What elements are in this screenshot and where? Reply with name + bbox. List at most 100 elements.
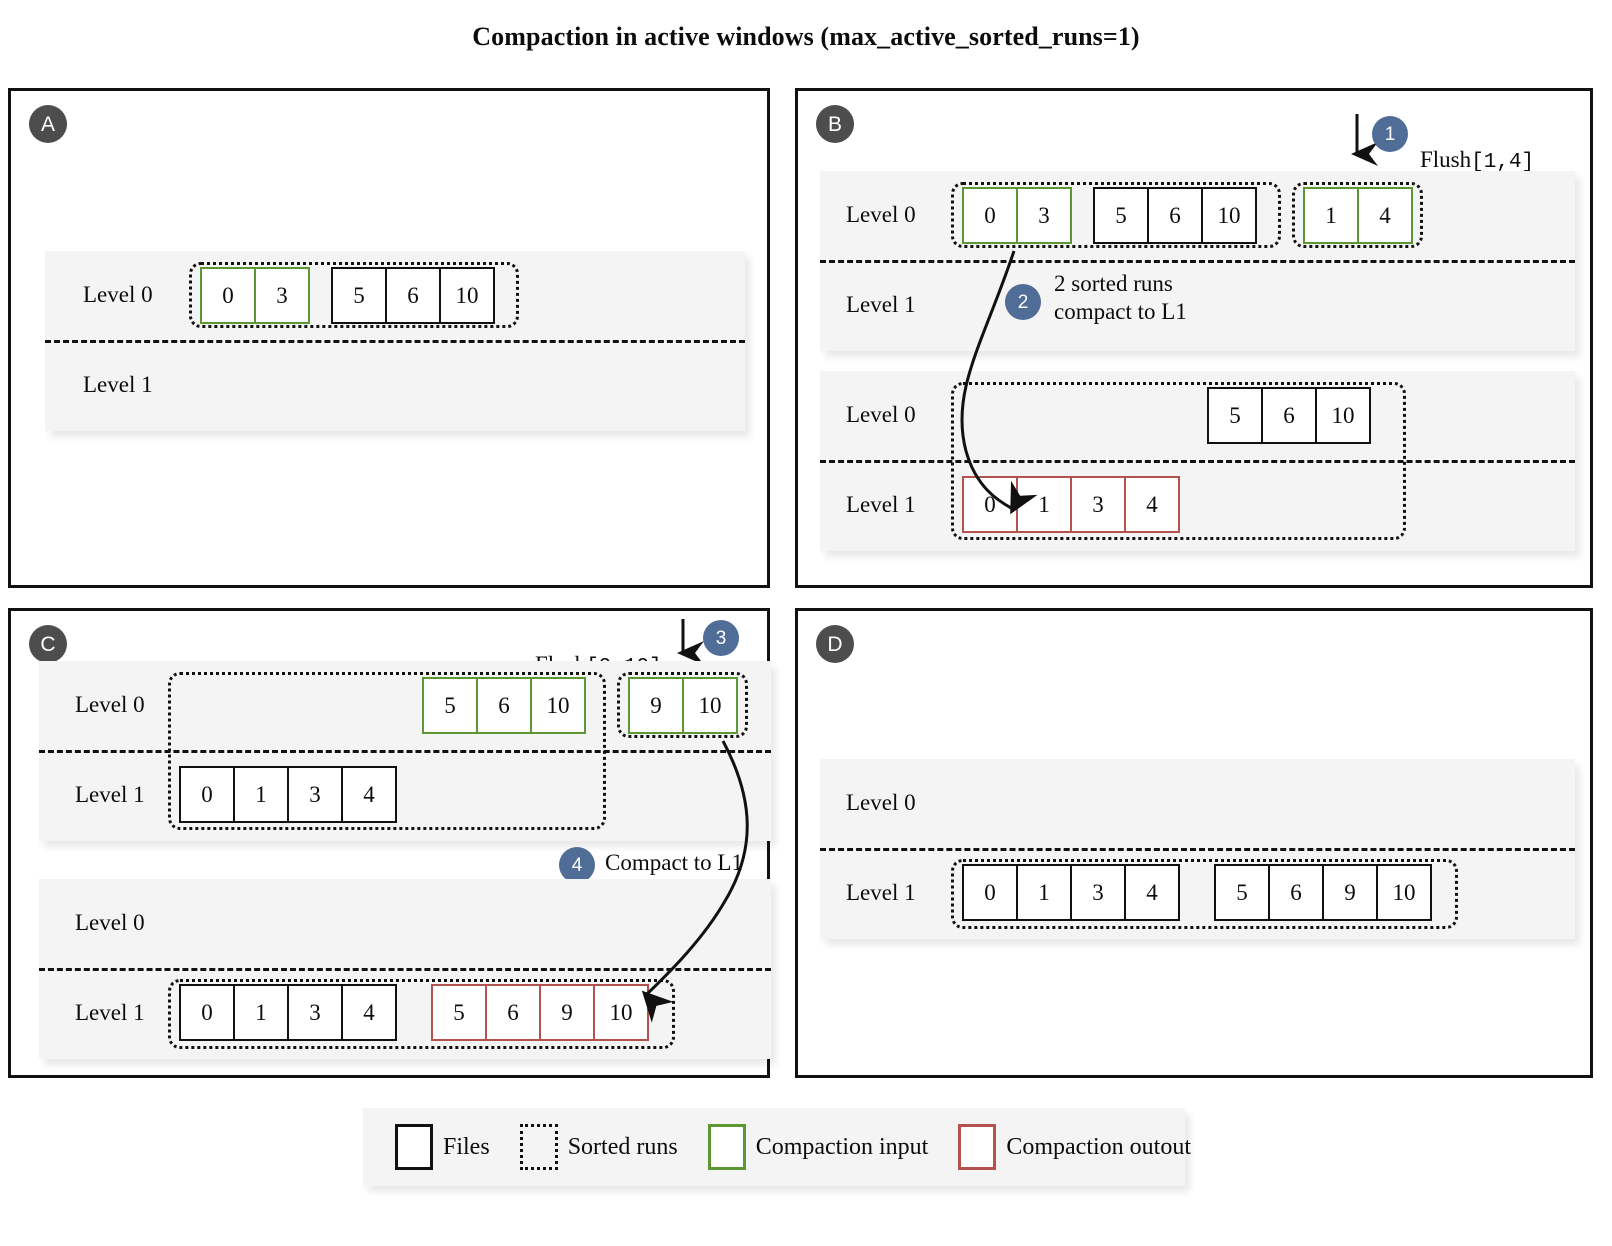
step-4-note: Compact to L1 (605, 850, 743, 875)
file-cell[interactable]: 10 (439, 267, 495, 324)
file-run[interactable]: 1 4 (1303, 187, 1413, 244)
file-cell[interactable]: 10 (1315, 387, 1371, 444)
figure-title: Compaction in active windows (max_active… (472, 22, 1140, 51)
file-cell[interactable]: 1 (1016, 864, 1072, 921)
file-cell[interactable]: 5 (331, 267, 387, 324)
file-cell[interactable]: 6 (1147, 187, 1203, 244)
file-cell[interactable]: 5 (1214, 864, 1270, 921)
file-cell[interactable]: 6 (476, 677, 532, 734)
file-cell[interactable]: 6 (1261, 387, 1317, 444)
level-divider (39, 968, 771, 971)
file-cell[interactable]: 3 (287, 984, 343, 1041)
legend: Files Sorted runs Compaction input Compa… (363, 1108, 1191, 1186)
file-cell[interactable]: 1 (233, 984, 289, 1041)
level-0-label: Level 0 (83, 282, 153, 307)
file-cell[interactable]: 3 (1016, 187, 1072, 244)
panel-letter-badge-b: B (816, 105, 854, 143)
legend-label: Files (443, 1133, 490, 1160)
legend-label: Compaction outout (1006, 1133, 1191, 1160)
compaction-output-swatch-icon (958, 1124, 997, 1170)
panel-c: C Flush[9,10] 3 Level 0 Level 1 5 6 10 9… (8, 608, 771, 1078)
file-cell[interactable]: 4 (341, 984, 397, 1041)
panel-d: D Level 0 Level 1 0 1 3 4 5 6 9 10 (795, 608, 1593, 1078)
file-cell[interactable]: 0 (962, 476, 1018, 533)
level-0-label: Level 0 (846, 790, 916, 815)
level-1-label: Level 1 (846, 292, 916, 317)
file-cell[interactable]: 6 (385, 267, 441, 324)
files-swatch-icon (395, 1124, 433, 1170)
file-cell[interactable]: 0 (962, 187, 1018, 244)
level-divider (820, 260, 1575, 263)
file-cell[interactable]: 9 (539, 984, 595, 1041)
file-cell[interactable]: 4 (341, 766, 397, 823)
legend-label: Compaction input (755, 1133, 929, 1160)
file-cell[interactable]: 0 (962, 864, 1018, 921)
file-cell[interactable]: 4 (1124, 864, 1180, 921)
flush-label-b: Flush[1,4] (1420, 118, 1534, 176)
file-run[interactable]: 0 1 3 4 (179, 766, 397, 823)
flush-text: Flush (1420, 147, 1472, 173)
file-cell[interactable]: 10 (530, 677, 586, 734)
panel-c-stage1-band: Level 0 Level 1 5 6 10 9 10 0 1 3 4 (39, 661, 771, 841)
legend-item-files: Files (395, 1124, 520, 1170)
file-cell[interactable]: 0 (179, 766, 235, 823)
panel-c-stage2-band: Level 0 Level 1 0 1 3 4 5 6 9 10 (39, 879, 771, 1059)
file-run[interactable]: 5 6 10 (422, 677, 586, 734)
file-run[interactable]: 5 6 10 (1207, 387, 1371, 444)
file-cell[interactable]: 0 (200, 267, 256, 324)
level-1-label: Level 1 (846, 492, 916, 517)
file-cell[interactable]: 4 (1124, 476, 1180, 533)
file-run[interactable]: 0 3 (200, 267, 310, 324)
panel-d-stage-band: Level 0 Level 1 0 1 3 4 5 6 9 10 (820, 759, 1575, 939)
file-cell[interactable]: 3 (287, 766, 343, 823)
panel-a: A Level 0 Level 1 0 3 5 6 10 (8, 88, 770, 588)
file-cell[interactable]: 9 (628, 677, 684, 734)
level-1-label: Level 1 (83, 372, 153, 397)
file-cell[interactable]: 1 (233, 766, 289, 823)
file-cell[interactable]: 4 (1357, 187, 1413, 244)
panel-b: B 1 Flush[1,4] Level 0 Level 1 0 3 5 6 1… (795, 88, 1593, 588)
legend-item-sorted-runs: Sorted runs (519, 1124, 708, 1170)
file-cell[interactable]: 10 (593, 984, 649, 1041)
file-cell[interactable]: 1 (1303, 187, 1359, 244)
panel-a-stage-band: Level 0 Level 1 0 3 5 6 10 (45, 251, 745, 431)
file-run[interactable]: 5 6 9 10 (431, 984, 649, 1041)
file-cell[interactable]: 5 (1093, 187, 1149, 244)
file-cell[interactable]: 5 (1207, 387, 1263, 444)
file-cell[interactable]: 0 (179, 984, 235, 1041)
legend-item-compaction-output: Compaction outout (958, 1124, 1221, 1170)
level-divider (39, 750, 771, 753)
level-divider (820, 460, 1575, 463)
file-cell[interactable]: 5 (431, 984, 487, 1041)
panel-letter-badge-a: A (29, 105, 67, 143)
file-run[interactable]: 9 10 (628, 677, 738, 734)
step-badge-4: 4 (559, 847, 595, 883)
file-run[interactable]: 5 6 10 (1093, 187, 1257, 244)
file-cell[interactable]: 10 (1201, 187, 1257, 244)
file-run[interactable]: 5 6 9 10 (1214, 864, 1432, 921)
legend-label: Sorted runs (567, 1133, 678, 1160)
sorted-runs-swatch-icon (519, 1124, 558, 1170)
flush-range: [1,4] (1471, 151, 1535, 175)
level-divider (820, 848, 1575, 851)
file-run[interactable]: 0 1 3 4 (962, 864, 1180, 921)
file-cell[interactable]: 10 (682, 677, 738, 734)
level-divider (45, 340, 745, 343)
panel-letter-badge-d: D (816, 625, 854, 663)
file-cell[interactable]: 6 (1268, 864, 1324, 921)
file-cell[interactable]: 3 (1070, 864, 1126, 921)
file-run[interactable]: 0 1 3 4 (179, 984, 397, 1041)
file-cell[interactable]: 10 (1376, 864, 1432, 921)
step-badge-2: 2 (1005, 284, 1041, 320)
file-cell[interactable]: 1 (1016, 476, 1072, 533)
file-cell[interactable]: 9 (1322, 864, 1378, 921)
file-cell[interactable]: 3 (1070, 476, 1126, 533)
file-cell[interactable]: 6 (485, 984, 541, 1041)
level-0-label: Level 0 (75, 692, 145, 717)
file-run[interactable]: 0 3 (962, 187, 1072, 244)
file-run[interactable]: 5 6 10 (331, 267, 495, 324)
file-run[interactable]: 0 1 3 4 (962, 476, 1180, 533)
file-cell[interactable]: 3 (254, 267, 310, 324)
file-cell[interactable]: 5 (422, 677, 478, 734)
level-1-label: Level 1 (75, 782, 145, 807)
